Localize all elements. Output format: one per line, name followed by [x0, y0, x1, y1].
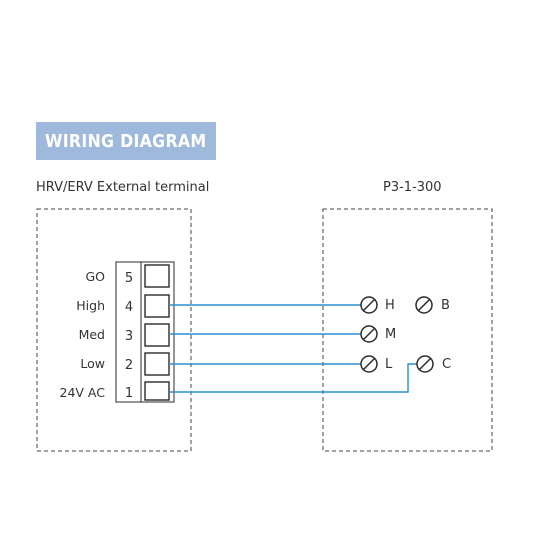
screw-terminal-label: L	[385, 357, 393, 372]
terminal-label: High	[76, 298, 105, 313]
right-device-label: P3-1-300	[383, 180, 442, 195]
right-device-box	[322, 208, 493, 452]
terminal-row-3: 3 Med	[79, 323, 170, 347]
screw-terminal-m: M	[360, 325, 396, 343]
terminal-number: 1	[125, 386, 133, 401]
screw-terminal-label: C	[442, 357, 451, 372]
terminal-label: Low	[80, 356, 105, 371]
wire-24vac-to-c	[169, 363, 418, 393]
wires	[169, 304, 418, 393]
terminal-label: Med	[79, 327, 105, 342]
screw-terminal-l: L	[360, 355, 393, 373]
terminal-number: 2	[125, 358, 133, 373]
terminal-number: 3	[125, 329, 133, 344]
terminal-row-4: 4 High	[76, 294, 170, 318]
screw-terminal-b: B	[415, 296, 450, 314]
terminal-label: GO	[85, 269, 105, 284]
diagram-title: WIRING DIAGRAM	[45, 130, 207, 152]
screw-terminal-label: M	[385, 327, 396, 342]
title-banner: WIRING DIAGRAM	[36, 122, 216, 160]
terminal-row-1: 1 24V AC	[60, 381, 170, 401]
terminal-number: 5	[125, 271, 133, 286]
terminal-row-5: 5 GO	[85, 264, 170, 288]
screw-terminal-c: C	[416, 355, 451, 373]
screw-terminal-h: H	[360, 296, 395, 314]
screw-terminal-label: H	[385, 298, 395, 313]
terminal-block: 5 GO 4 High 3 Med 2 Low 1 24V AC	[60, 261, 175, 403]
left-device-box	[36, 208, 192, 452]
terminal-number: 4	[125, 300, 133, 315]
terminal-label: 24V AC	[60, 385, 106, 400]
screw-terminal-label: B	[441, 298, 450, 313]
left-device-label: HRV/ERV External terminal	[36, 180, 209, 195]
